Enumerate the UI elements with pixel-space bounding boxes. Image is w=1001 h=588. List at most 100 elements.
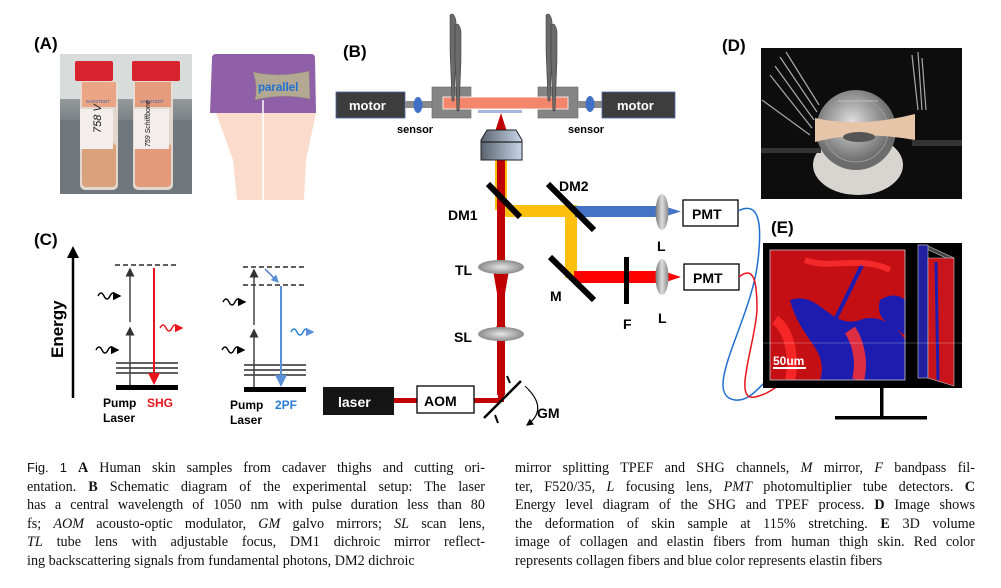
caption-text: E <box>880 515 890 532</box>
photon-wave-icon <box>222 297 247 307</box>
caption-text: has a central wavelength of 1050 nm with… <box>27 497 485 514</box>
panel-b: (B) motor sensor sensor motor <box>323 13 779 426</box>
caption-text: 3D volume <box>889 515 975 532</box>
mirror <box>547 254 597 303</box>
sensor-left-label: sensor <box>397 124 434 136</box>
lens-1-label: L <box>657 238 666 254</box>
caption-text: bandpass fil- <box>882 460 975 476</box>
caption-line: has a central wavelength of 1050 nm with… <box>27 496 485 515</box>
caption-text: scan lens, <box>409 515 485 532</box>
caption-text: GM <box>258 515 281 532</box>
caption-line: represents collagen fibers and blue colo… <box>515 552 975 571</box>
caption-text <box>67 460 78 476</box>
pmt-tpef-label: PMT <box>692 206 722 222</box>
shg-pump-label: Pump <box>103 396 136 410</box>
tube-brand-label: SARSTEDT <box>86 99 110 104</box>
caption-text: AOM <box>53 515 85 532</box>
caption-left-column: Fig. 1 A Human skin samples from cadaver… <box>27 459 485 571</box>
tpef-pump-label: Pump <box>230 398 263 412</box>
volume-side-slab <box>917 244 955 387</box>
shg-laser-label: Laser <box>103 411 135 425</box>
caption-text: L <box>606 478 615 495</box>
scale-bar-label: 50um <box>773 354 804 368</box>
galvo-mirror <box>483 375 539 426</box>
panel-d-label: (D) <box>722 36 746 55</box>
caption-text: photomultiplier tube detectors. <box>751 478 965 495</box>
caption-line: the deformation of skin sample at 115% s… <box>515 515 975 534</box>
panel-c-label: (C) <box>34 230 58 249</box>
tpef-photon-icon <box>290 327 315 337</box>
sensor-right-label: sensor <box>568 124 605 136</box>
tube-handwriting: 759 Schiffbone <box>145 100 152 147</box>
laser-source <box>323 387 394 415</box>
caption-text: F <box>874 460 883 476</box>
caption-text: B <box>88 478 98 495</box>
clamp-pins <box>449 13 558 112</box>
motor-right <box>601 91 676 119</box>
shg-diagram: Pump Laser SHG <box>95 264 184 425</box>
shg-photon-icon <box>159 323 184 333</box>
caption-text: Schematic diagram of the experimental se… <box>97 478 485 495</box>
tpef-beam <box>575 206 660 217</box>
skin-patch <box>252 70 311 101</box>
caption-text: the deformation of skin sample at 115% s… <box>515 515 881 532</box>
caption-text: A <box>77 460 89 476</box>
scan-lens <box>478 327 524 341</box>
tube-brand-label: SARSTEDT <box>140 99 164 104</box>
mirror-label: M <box>550 288 562 304</box>
filter-label: F <box>623 316 632 332</box>
tube-lens <box>478 260 524 274</box>
motor-left <box>335 91 406 119</box>
caption-right-column: mirror splitting TPEF and SHG channels, … <box>515 459 975 571</box>
sl-label: SL <box>454 329 472 345</box>
caption-text: image of collagen and elastin fibers fro… <box>515 534 975 551</box>
caption-text: D <box>874 497 885 514</box>
tube-handwriting: 758 V <box>92 103 104 133</box>
caption-text: Image shows <box>884 497 975 514</box>
3d-volume-image <box>770 250 905 380</box>
bandpass-filter <box>624 257 629 304</box>
caption-line: Fig. 1 A Human skin samples from cadaver… <box>27 459 485 478</box>
caption-line: image of collagen and elastin fibers fro… <box>515 533 975 552</box>
shg-cable <box>738 272 779 398</box>
pmt-tpef <box>682 199 739 227</box>
caption-line: Energy level diagram of the SHG and TPEF… <box>515 496 975 515</box>
lens-2-label: L <box>658 310 667 326</box>
gm-label: GM <box>537 405 560 421</box>
tpef-label: 2PF <box>275 398 297 412</box>
caption-text: entation. <box>27 478 89 495</box>
tpef-diagram: Pump Laser 2PF <box>221 266 315 427</box>
patch-orientation-text: parallel <box>258 82 298 94</box>
caption-line: entation. B Schematic diagram of the exp… <box>27 478 485 497</box>
sensor-right <box>585 96 595 112</box>
skin-sample-strip <box>442 96 569 110</box>
panel-e: (E) 50um <box>763 218 962 420</box>
caption-text: focusing lens, <box>614 478 724 495</box>
panel-d: (D) <box>722 36 962 199</box>
caption-line: ing backscattering signals from fundamen… <box>27 552 485 571</box>
panel-b-label: (B) <box>343 42 367 61</box>
caption-text: ter, F520/35, <box>515 478 607 495</box>
tl-label: TL <box>455 262 473 278</box>
caption-text: galvo mirrors; <box>280 515 395 532</box>
caption-line: TL tube lens with adjustable focus, DM1 … <box>27 533 485 552</box>
dm2-label: DM2 <box>559 178 589 194</box>
caption-text: acousto-optic modulator, <box>84 515 259 532</box>
sensor-left <box>413 97 423 113</box>
caption-text: Fig. 1 <box>27 460 67 475</box>
energy-axis-label: Energy <box>48 300 67 358</box>
panel-c: (C) Energy Pump Laser SHG <box>34 230 315 427</box>
stretched-skin-photo <box>761 48 962 199</box>
caption-text: tube lens with adjustable focus, DM1 dic… <box>42 534 485 551</box>
caption-text: PMT <box>723 478 752 495</box>
caption-line: fs; AOM acousto-optic modulator, GM galv… <box>27 515 485 534</box>
objective-lens <box>480 129 523 161</box>
shg-beam <box>574 271 660 283</box>
focusing-lens-1 <box>655 194 669 230</box>
caption-text: C <box>964 478 975 495</box>
photon-wave-icon <box>97 291 122 301</box>
thigh-diagram: parallel <box>210 54 316 200</box>
motor-left-label: motor <box>349 98 386 113</box>
caption-line: mirror splitting TPEF and SHG channels, … <box>515 459 975 478</box>
